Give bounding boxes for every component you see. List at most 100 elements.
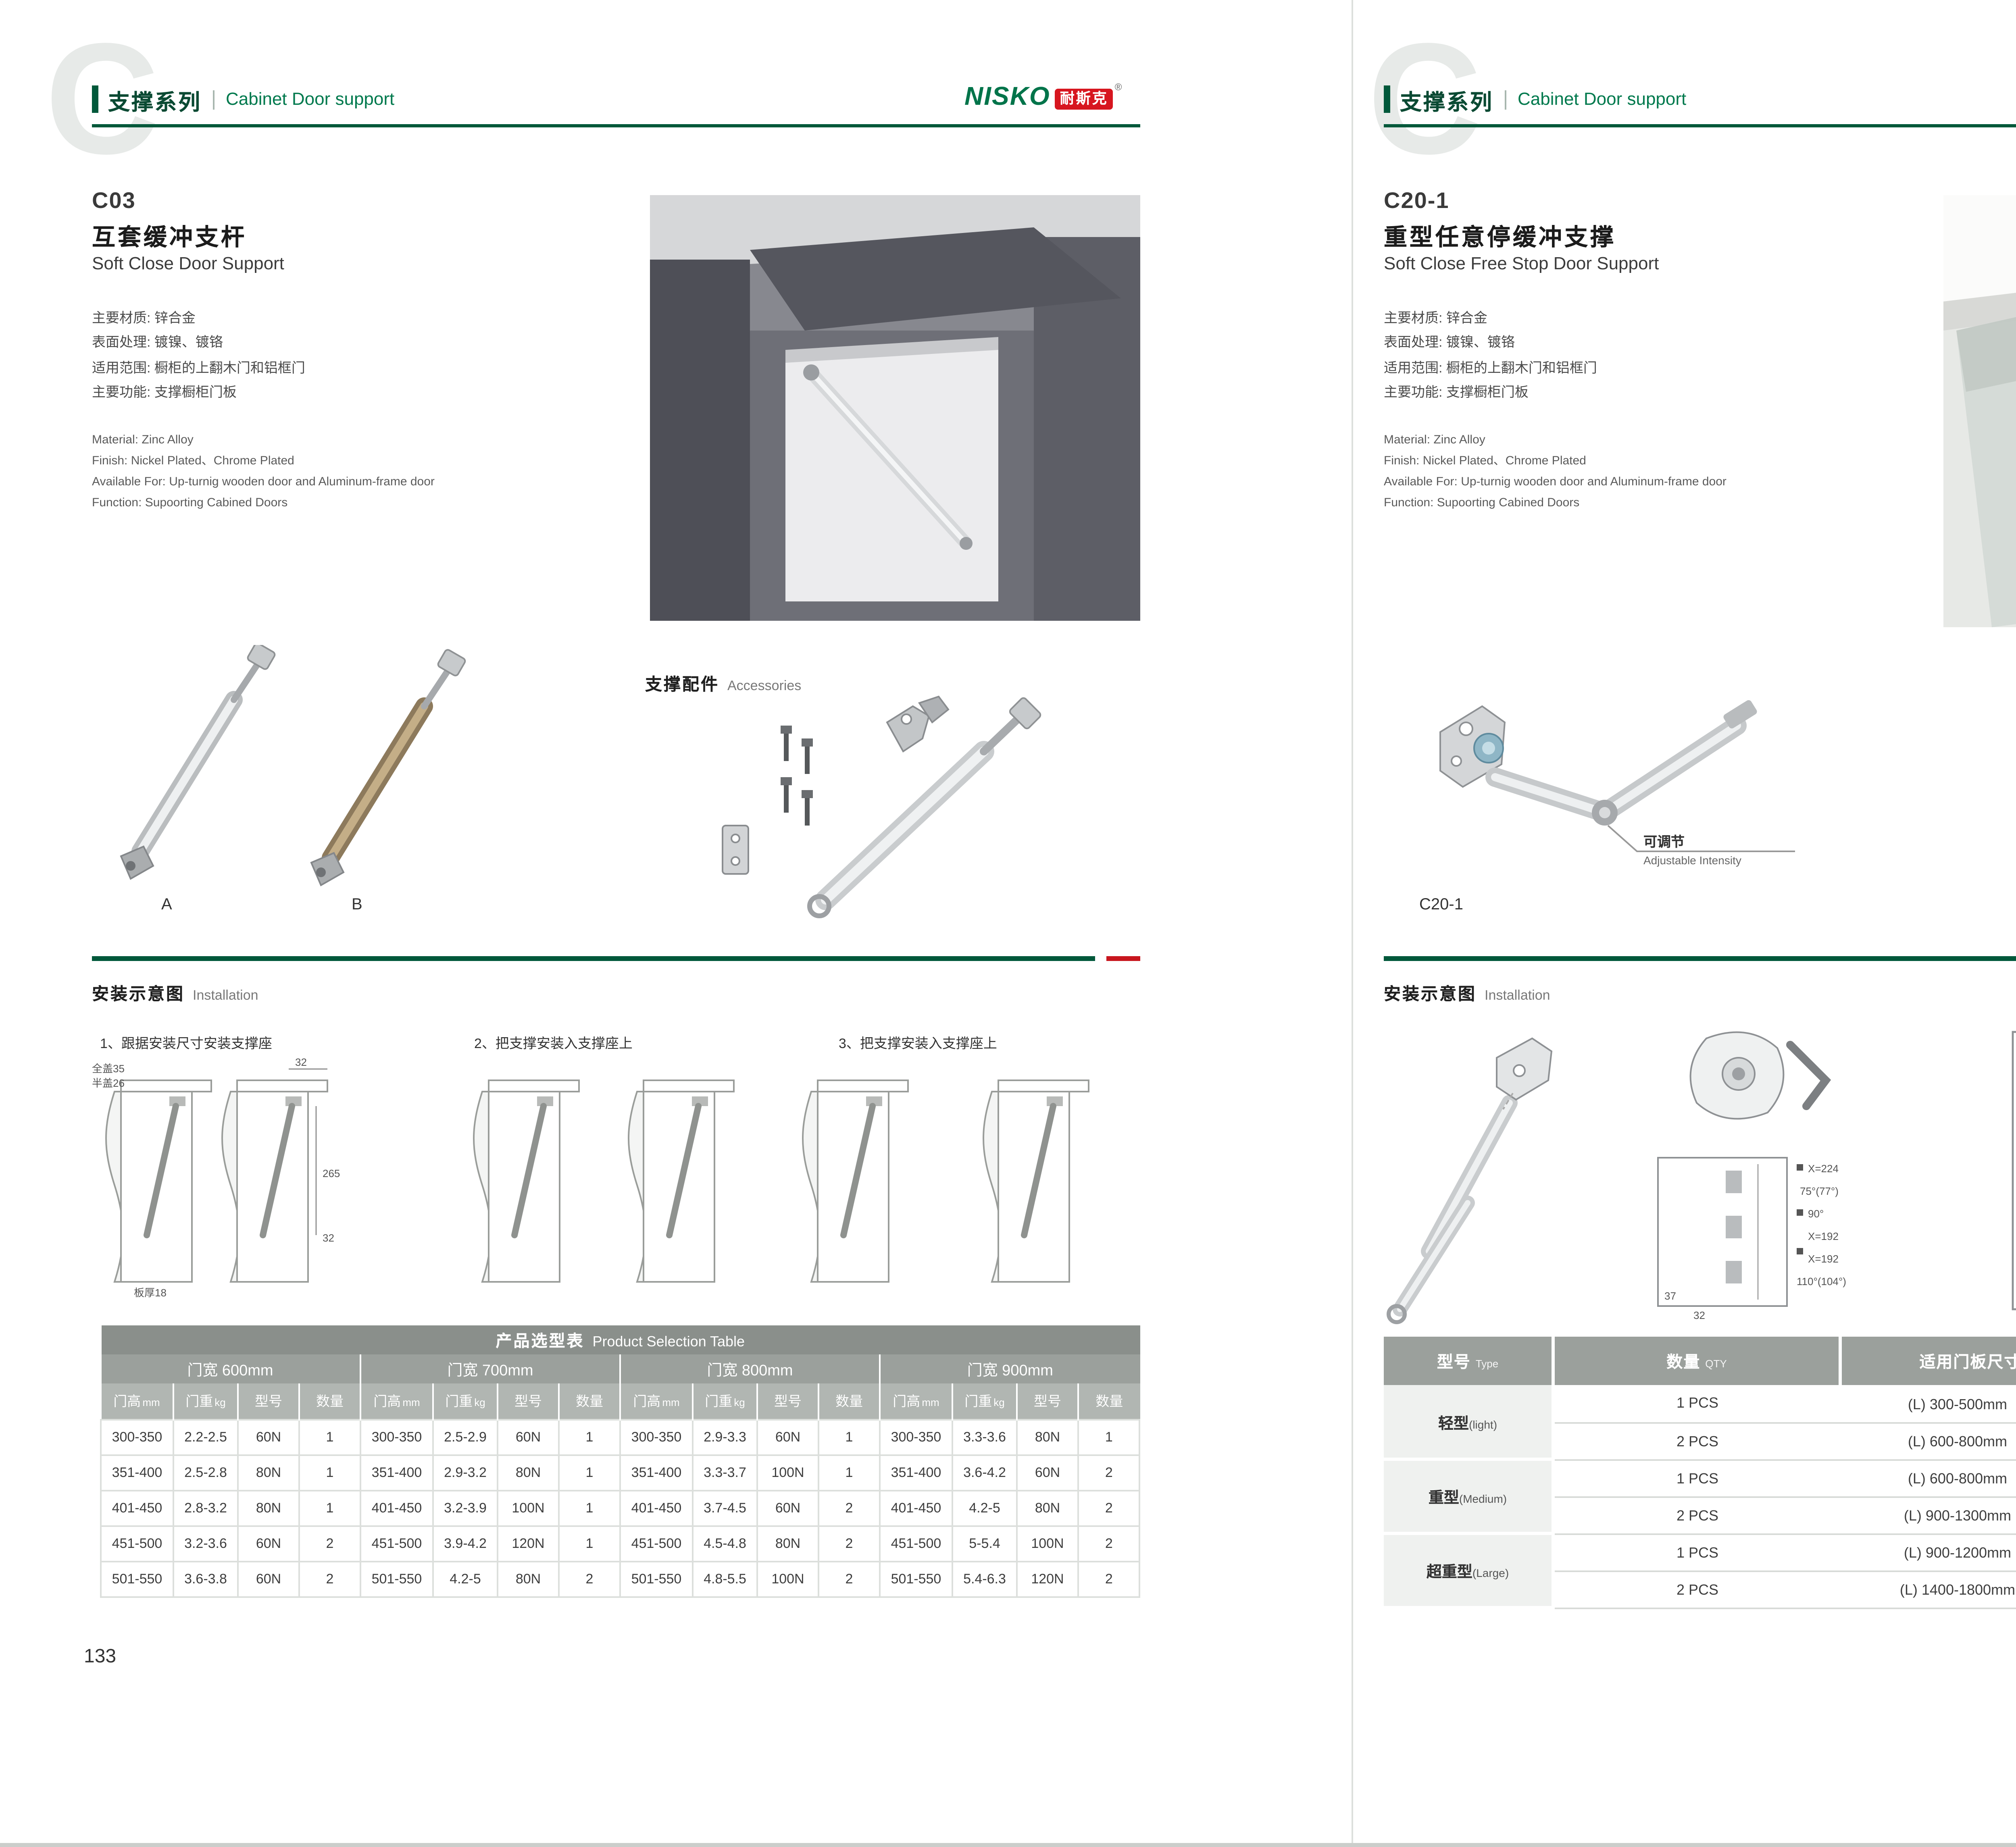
col-unit: mm [662, 1398, 680, 1409]
cell: 2 [1077, 1525, 1141, 1562]
strut-a [120, 645, 276, 880]
mounting-plate [1439, 705, 1506, 788]
callout-leader-line [1607, 825, 1795, 852]
col-label: 数量 [1095, 1393, 1123, 1409]
cell: 1 PCS [1553, 1533, 1840, 1571]
accessories-label-en: Accessories [727, 677, 802, 693]
column-header: 型号 [756, 1383, 818, 1419]
cell: 2.9-3.3 [692, 1418, 758, 1455]
cell: 4.5-4.8 [692, 1525, 758, 1562]
col-label: 数量 [835, 1393, 863, 1409]
series-header: 支撑系列 Cabinet Door support [1400, 85, 1687, 114]
spec-line: 主要功能: 支撑橱柜门板 [92, 383, 237, 400]
cell: 1 [558, 1489, 621, 1526]
type-en: (Medium) [1459, 1495, 1507, 1506]
installation-label: 安装示意图 Installation [92, 982, 258, 1006]
column-header: 数量 [298, 1383, 360, 1419]
cell: 100N [756, 1560, 819, 1597]
spec-line: Available For: Up-turnig wooden door and… [1384, 474, 1727, 489]
series-accent-bar [1384, 85, 1390, 113]
cell: (L) 300-500mm（H）400mm [1840, 1385, 2016, 1423]
cell: 2 [818, 1560, 881, 1597]
col-label: 型号 [774, 1393, 802, 1409]
cell: 100N [1016, 1525, 1079, 1562]
cell: 2 PCS [1553, 1496, 1840, 1534]
cell: 80N [497, 1560, 560, 1597]
cell: 300-350 [360, 1418, 434, 1455]
product-photo-cabinet [650, 195, 1140, 621]
type-en: (Large) [1472, 1569, 1509, 1580]
installation-diagram: X=224 75°(77°) 90° X=192 X=192 110°(104°… [1387, 1031, 2016, 1324]
cell: 451-500 [100, 1525, 174, 1562]
col-label: 门重 [185, 1393, 213, 1409]
cell: 3.2-3.6 [173, 1525, 239, 1562]
c20-illustration [2000, 671, 2016, 888]
cell: 1 PCS [1553, 1385, 1840, 1423]
header-rule [1384, 124, 2016, 127]
type-cn: 重型 [1428, 1490, 1459, 1508]
cell: 3.3-3.6 [952, 1418, 1018, 1455]
cell: 3.3-3.7 [692, 1454, 758, 1491]
installation-label: 安装示意图 Installation [1384, 982, 1550, 1006]
dimension-label: 75°(77°) [1800, 1185, 1839, 1197]
cell: 5-5.4 [952, 1525, 1018, 1562]
spec-line: Finish: Nickel Plated、Chrome Plated [92, 453, 294, 468]
cell: 3.9-4.2 [432, 1525, 498, 1562]
header-separator [1505, 89, 1506, 109]
column-header: 适用门板尺寸Cabinet size [1839, 1337, 2016, 1385]
cell: 2 PCS [1553, 1570, 1840, 1608]
col-label: 数量 [575, 1393, 603, 1409]
col-label: 门高 [633, 1393, 661, 1409]
cell: 80N [1016, 1418, 1079, 1455]
accessories-label: 支撑配件 Accessories [645, 672, 801, 697]
series-title-en: Cabinet Door support [1518, 89, 1687, 109]
product-title-cn: 重型任意停缓冲支撑 [1384, 226, 1616, 252]
dimension-label: 110°(104°) [1797, 1275, 1846, 1287]
cell: 451-500 [879, 1525, 953, 1562]
table-row: 2 PCS (L) 1400-1800mm（H）400mm 12-16kg [1384, 1570, 2016, 1608]
series-header: 支撑系列 Cabinet Door support [108, 85, 395, 114]
installation-label-en: Installation [193, 987, 258, 1003]
cell: 60N [1016, 1454, 1079, 1491]
cell: 351-400 [619, 1454, 694, 1491]
page-right: C 支撑系列 Cabinet Door support NISKO 耐斯克 ® … [1353, 0, 2016, 1846]
table-title-en: Product Selection Table [592, 1333, 745, 1350]
col-label: 门高 [113, 1393, 141, 1409]
page-gutter-line [1352, 0, 1353, 1846]
col-label: 型号 [514, 1393, 542, 1409]
series-title-en: Cabinet Door support [226, 89, 395, 109]
series-title-cn: 支撑系列 [1400, 89, 1493, 114]
installation-label-en: Installation [1485, 987, 1550, 1003]
cell: 100N [497, 1489, 560, 1526]
column-header: 型号 [1016, 1383, 1078, 1419]
col-label: 型号 [254, 1393, 282, 1409]
nisko-logo: NISKO 耐斯克 ® [964, 84, 1122, 113]
logo-wordmark: NISKO [964, 84, 1050, 111]
col-label: 门高 [373, 1393, 401, 1409]
cell: 80N [756, 1525, 819, 1562]
series-watermark: C [45, 10, 160, 187]
cell: 1 [558, 1418, 621, 1455]
strut-b [310, 649, 466, 886]
door-width-group: 门宽 700mm [360, 1354, 620, 1383]
cell: 401-450 [619, 1489, 694, 1526]
col-label-cn: 适用门板尺寸 [1919, 1354, 2016, 1372]
section-divider-green [92, 956, 1095, 961]
cell: 2.5-2.8 [173, 1454, 239, 1491]
door-width-group: 门宽 900mm [879, 1354, 1140, 1383]
installation-steps-illustration: 全盖35 半盖26 32 265 32 板厚18 [92, 1058, 1140, 1299]
table-title-cn: 产品选型表 [496, 1333, 585, 1351]
c20-1-illustration [1439, 700, 1795, 852]
installation-label-cn: 安装示意图 [92, 985, 185, 1005]
spec-line: Material: Zinc Alloy [1384, 432, 1485, 447]
bracket-icon [722, 825, 749, 875]
